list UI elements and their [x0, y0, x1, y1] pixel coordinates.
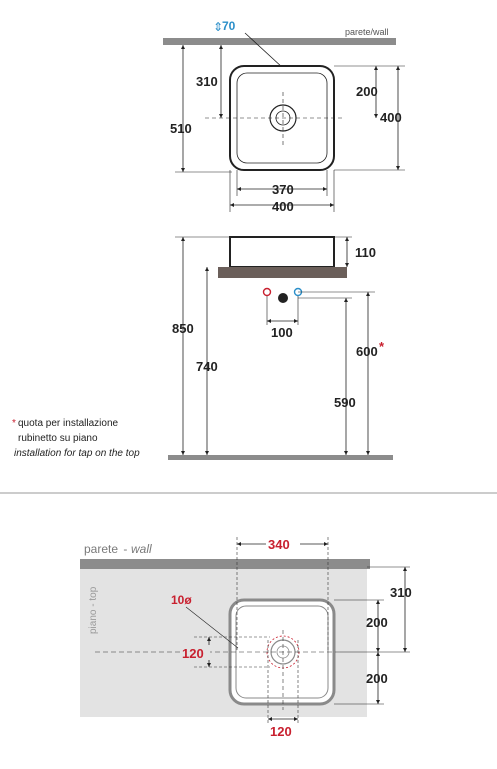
install-view: parete - wall piano - top 340 310 200 20… — [80, 535, 412, 739]
floor-bar — [168, 455, 393, 460]
wall-bar-bottom — [80, 559, 370, 569]
countertop — [218, 267, 347, 278]
top-label: piano - top — [88, 586, 99, 634]
dim-310-install: 310 — [390, 585, 412, 600]
dim-590: 590 — [334, 395, 356, 410]
dim-200-lower: 200 — [366, 671, 388, 686]
top-view: parete/wall ⇕ 70 510 310 200 400 370 — [163, 19, 405, 214]
wall-bar — [163, 38, 396, 45]
dim-200: 200 — [356, 84, 378, 99]
dim-200-upper: 200 — [366, 615, 388, 630]
dim-600: 600 — [356, 344, 378, 359]
dim-340: 340 — [268, 537, 290, 552]
drain-dim: 70 — [222, 19, 236, 33]
dim-850: 850 — [172, 321, 194, 336]
basin-side — [229, 236, 335, 268]
wall-label-sep: - — [120, 542, 131, 556]
hot-tap-icon — [262, 287, 272, 297]
dim-600-asterisk: * — [379, 339, 385, 354]
wall-label: parete/wall — [345, 27, 389, 37]
drain-outlet-icon — [278, 293, 288, 303]
note-asterisk: * — [12, 418, 16, 429]
dim-740: 740 — [196, 359, 218, 374]
dim-370: 370 — [272, 182, 294, 197]
note-line-2: rubinetto su piano — [18, 433, 98, 444]
dim-110: 110 — [355, 245, 376, 260]
drain-up-down-icon: ⇕ — [213, 20, 223, 34]
hole-label: 10ø — [171, 593, 192, 607]
note-line-3: installation for tap on the top — [14, 448, 140, 459]
note-line-1: quota per installazione — [18, 418, 119, 429]
dim-100: 100 — [271, 325, 293, 340]
wall-label-it: parete — [84, 542, 118, 556]
dim-400-bottom: 400 — [272, 199, 294, 214]
side-view: 110 100 850 740 600 * 590 * quota per in… — [12, 236, 393, 460]
dim-120-bottom: 120 — [270, 724, 292, 739]
dim-310: 310 — [196, 74, 218, 89]
wall-label-en: wall — [131, 542, 152, 556]
dim-400-right: 400 — [380, 110, 402, 125]
dim-510: 510 — [170, 121, 192, 136]
dim-120-left: 120 — [182, 646, 204, 661]
